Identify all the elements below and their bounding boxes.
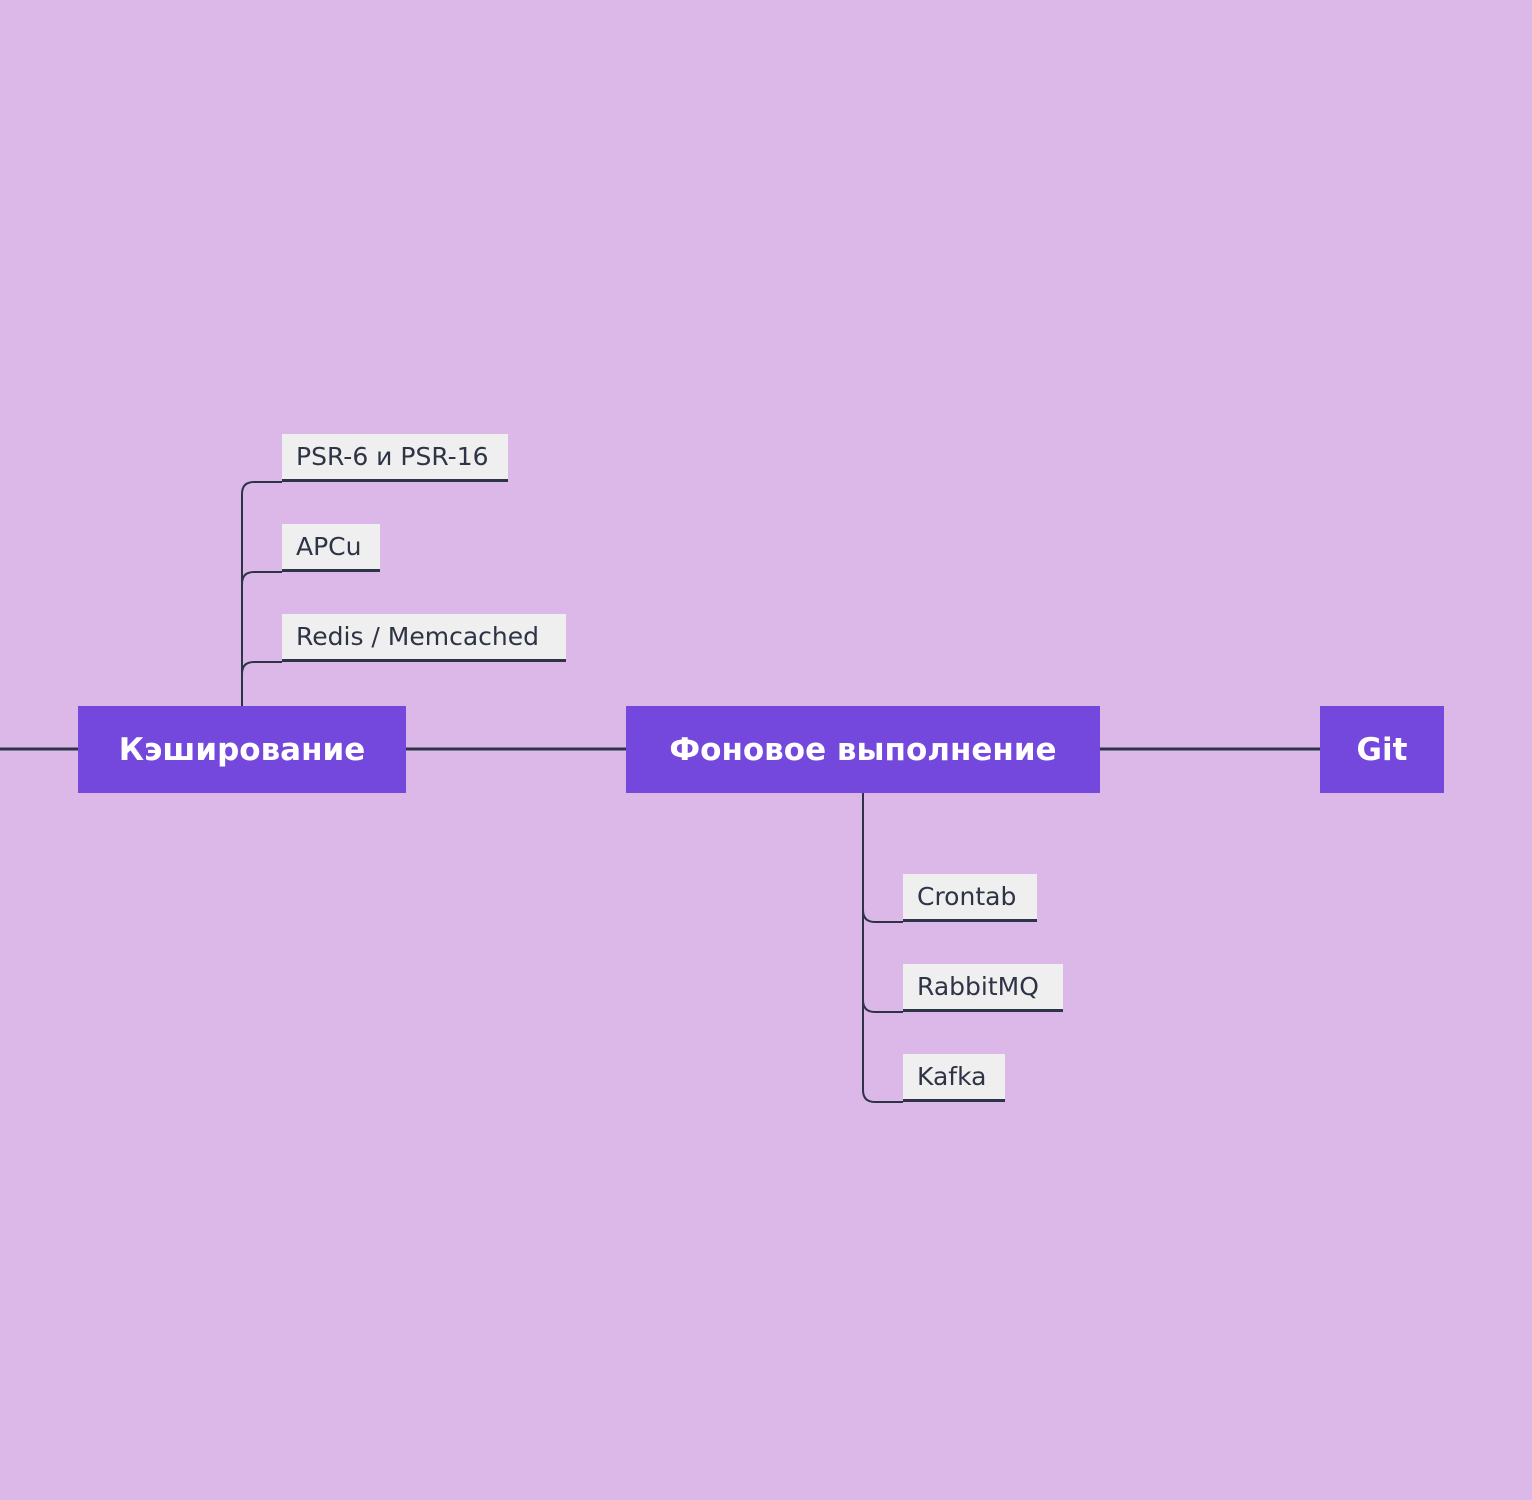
branch-connector-psr (241, 481, 282, 495)
branch-connector-kafka (862, 1089, 903, 1103)
branch-connector-crontab (862, 909, 903, 923)
subnode-crontab[interactable]: Crontab (903, 874, 1037, 922)
subnode-redis-memcached[interactable]: Redis / Memcached (282, 614, 566, 662)
subnode-psr[interactable]: PSR-6 и PSR-16 (282, 434, 508, 482)
branch-connector-rabbitmq (862, 999, 903, 1013)
subnode-kafka[interactable]: Kafka (903, 1054, 1005, 1102)
node-background-execution[interactable]: Фоновое выполнение (626, 706, 1100, 793)
node-git[interactable]: Git (1320, 706, 1444, 793)
branch-connector-apcu (241, 571, 282, 585)
branch-connector-redis (241, 661, 282, 675)
node-caching[interactable]: Кэширование (78, 706, 406, 793)
subnode-apcu[interactable]: APCu (282, 524, 380, 572)
subnode-rabbitmq[interactable]: RabbitMQ (903, 964, 1063, 1012)
